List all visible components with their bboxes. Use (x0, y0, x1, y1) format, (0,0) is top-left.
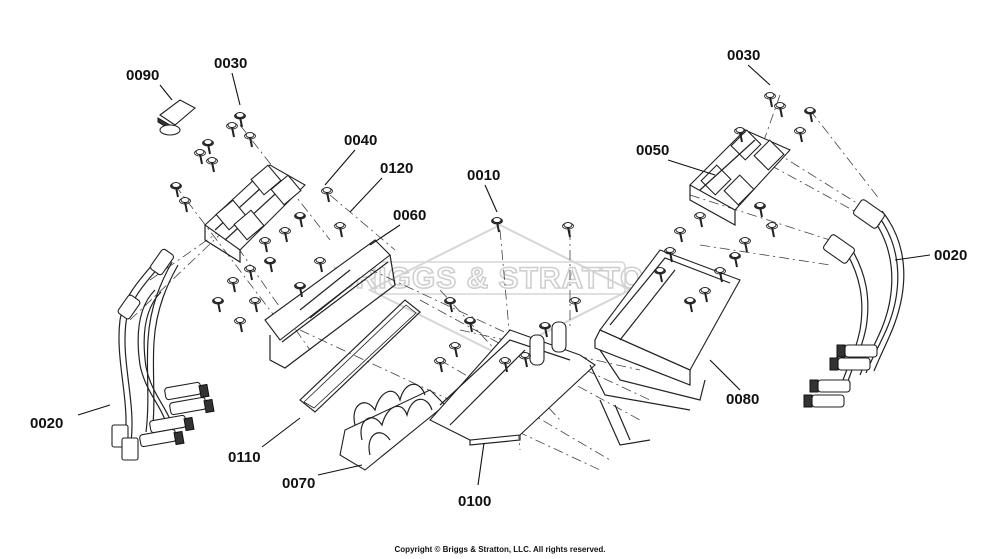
bolt (434, 357, 446, 373)
bolt (499, 357, 511, 373)
bolt (519, 352, 531, 368)
label-0110: 0110 (228, 449, 261, 466)
bolt (684, 297, 696, 313)
bolt (202, 139, 214, 155)
bolt (694, 212, 706, 228)
label-0090: 0090 (126, 67, 159, 84)
bolt (699, 287, 711, 303)
bolt (264, 257, 276, 273)
bolt (259, 237, 271, 253)
left-air-deflector (339, 383, 446, 471)
watermark-text: BRIGGS & STRATTON (333, 262, 667, 295)
bolt (206, 157, 218, 173)
bolt (804, 107, 816, 123)
bolt (321, 187, 333, 203)
right-valve-cover (589, 249, 741, 446)
label-0050: 0050 (636, 142, 669, 159)
bolt (569, 297, 581, 313)
copyright-notice: Copyright © Briggs & Stratton, LLC. All … (394, 545, 606, 554)
label-0070: 0070 (282, 475, 315, 492)
right-coil-pack (689, 129, 791, 227)
bolt (334, 222, 346, 238)
bolt (314, 257, 326, 273)
bolt (774, 102, 786, 118)
label-0080: 0080 (726, 391, 759, 408)
bolt (734, 127, 746, 143)
right-ignition-cables (803, 199, 905, 408)
left-ignition-cables (111, 248, 215, 461)
oil-fill-cap (157, 99, 196, 136)
bolt (562, 222, 574, 238)
label-0120: 0120 (380, 160, 413, 177)
bolt (444, 297, 456, 313)
bolt (227, 277, 239, 293)
bolt (244, 265, 256, 281)
bolt (249, 297, 261, 313)
bolt (491, 217, 503, 233)
bolt (449, 342, 461, 358)
label-0030-right: 0030 (727, 47, 760, 64)
bolt (764, 92, 776, 108)
bolt (674, 227, 686, 243)
bolt (539, 322, 551, 338)
bolt (212, 297, 224, 313)
center-baffle (429, 321, 596, 446)
bolt-group (170, 92, 816, 373)
bolt (234, 317, 246, 333)
bolt (234, 112, 246, 128)
label-0010: 0010 (467, 167, 500, 184)
label-0040: 0040 (344, 132, 377, 149)
bolt (729, 252, 741, 268)
bolt (294, 282, 306, 298)
leader-lines (77, 64, 931, 486)
bolt (654, 267, 666, 283)
left-valve-cover (264, 239, 396, 369)
bolt (664, 247, 676, 263)
bolt (754, 202, 766, 218)
bolt (279, 227, 291, 243)
valve-cover-gasket (299, 299, 421, 413)
bolt (194, 149, 206, 165)
bolt (170, 182, 182, 198)
label-0060: 0060 (393, 207, 426, 224)
label-0020-right: 0020 (934, 247, 967, 264)
label-0100: 0100 (458, 493, 491, 510)
bolt (244, 132, 256, 148)
left-coil-pack (204, 164, 306, 264)
bolt (294, 212, 306, 228)
bolt (714, 267, 726, 283)
bolt (794, 127, 806, 143)
bolt (464, 317, 476, 333)
label-0020-left: 0020 (30, 415, 63, 432)
bolt (739, 237, 751, 253)
label-0030-left: 0030 (214, 55, 247, 72)
bolt (766, 222, 778, 238)
part-labels: 0090 0030 0040 0120 0060 0010 0050 0030 … (30, 47, 967, 510)
bolt (226, 122, 238, 138)
bolt (179, 197, 191, 213)
